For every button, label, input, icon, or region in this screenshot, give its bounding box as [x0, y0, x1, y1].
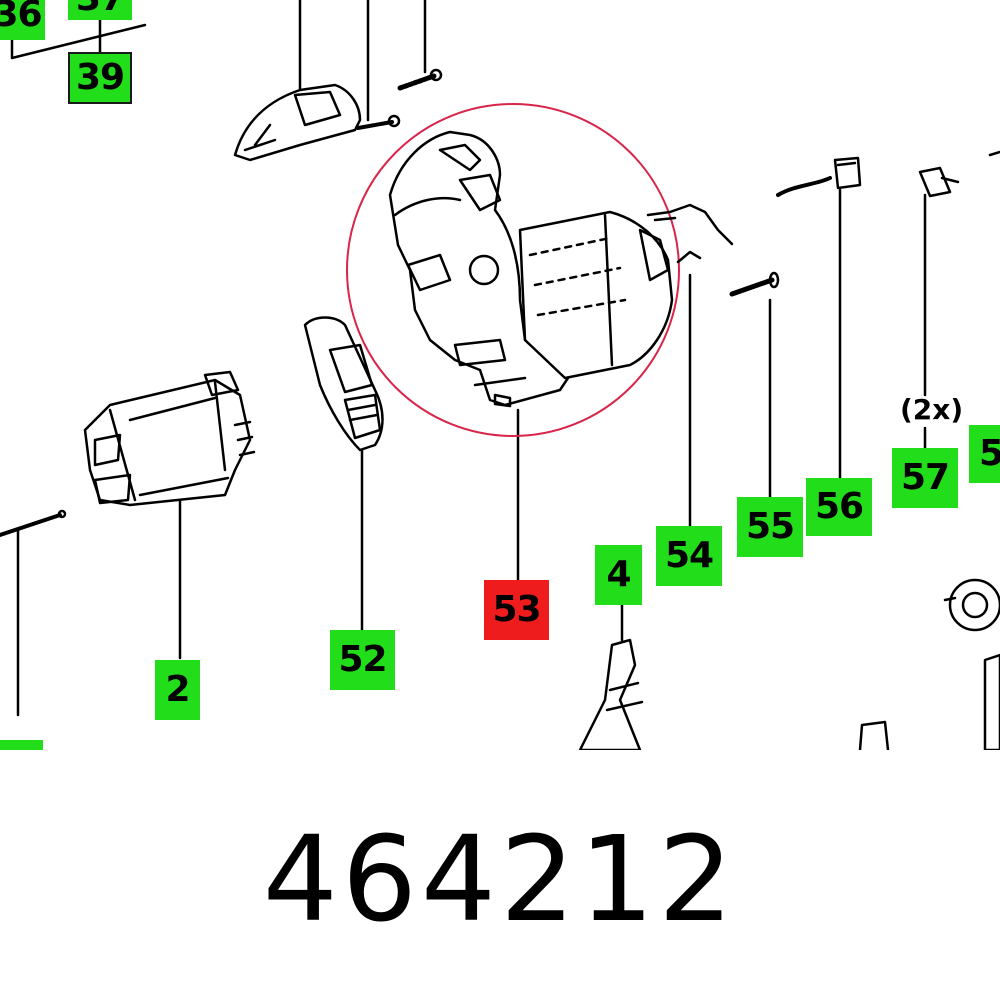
corner-fragment: [988, 150, 1000, 157]
clip-part: [918, 166, 960, 198]
handle-part: [578, 638, 644, 750]
part-number: 464212: [262, 810, 738, 948]
pin-part: [729, 271, 780, 297]
brush-holder-part: [303, 316, 384, 452]
callout-53: 53: [484, 580, 549, 640]
callout-57: 57: [892, 448, 958, 508]
cable-part: [776, 156, 862, 197]
rod-part: [0, 509, 67, 537]
highlight-circle: [346, 103, 680, 437]
callout-39: 39: [68, 52, 132, 104]
callout-54: 54: [656, 526, 722, 586]
gear-part: [858, 578, 1000, 750]
callout-2: 2: [155, 660, 200, 720]
callout-37: 37: [68, 0, 132, 20]
callout-52: 52: [330, 630, 395, 690]
parts-drawing: [0, 0, 1000, 750]
callout-4: 4: [595, 545, 642, 605]
callout-55: 55: [737, 497, 803, 557]
leader-lines: [10, 0, 927, 717]
screw-parts: [356, 68, 443, 130]
motor-housing-part: [388, 130, 674, 408]
callout-36: 36: [0, 0, 45, 40]
callout-58: 5: [969, 425, 1000, 483]
callout-1-partial: [0, 740, 43, 750]
field-coil-part: [83, 370, 256, 507]
callout-56: 56: [806, 478, 872, 536]
spring-wire-part: [646, 203, 734, 264]
quantity-note: (2x): [900, 393, 964, 426]
cover-part: [233, 83, 362, 162]
